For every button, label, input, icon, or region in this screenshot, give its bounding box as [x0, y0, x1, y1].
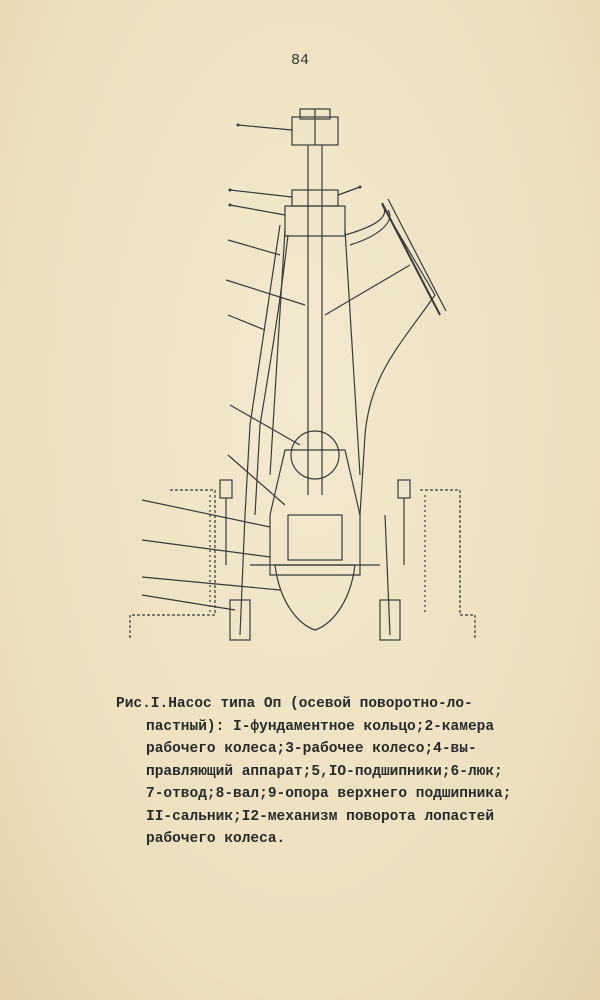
- diffuser: [269, 449, 361, 576]
- caption-line: правляющий аппарат;5,IO-подшипники;6-люк…: [146, 763, 503, 780]
- page-number: 84: [290, 52, 309, 69]
- elbow-outer-left: [244, 224, 281, 516]
- caption-line: пастный): I-фундаментное кольцо;2-камера: [146, 718, 495, 735]
- caption-line: Рис.I.Насос типа Оп (осевой поворотно-ло…: [116, 696, 473, 712]
- impeller-hub: [274, 564, 356, 631]
- caption-line: II-сальник;I2-механизм поворота лопастей: [146, 808, 495, 825]
- elbow-outer-right: [344, 204, 436, 516]
- foundation-left: [129, 489, 216, 640]
- caption-line: рабочего колеса.: [146, 831, 286, 847]
- chamber-left: [239, 514, 246, 636]
- foundation-ring-right: [379, 599, 401, 641]
- hatch: [290, 430, 340, 480]
- foundation-ring-left: [229, 599, 251, 641]
- lower-bearing: [287, 514, 343, 561]
- pump-cross-section-svg: [129, 108, 476, 641]
- caption-line: рабочего колеса;3-рабочее колесо;4-вы-: [146, 741, 477, 757]
- outlet-flange: [381, 202, 441, 316]
- pump-drawing: [120, 95, 480, 665]
- caption-line: 7-отвод;8-вал;9-опора верхнего подшипник…: [146, 786, 512, 802]
- figure-caption: Рис.I.Насос типа Оп (осевой поворотно-ло…: [116, 693, 536, 851]
- chamber-right: [384, 514, 391, 636]
- gland: [291, 189, 339, 207]
- upper-bearing: [284, 205, 346, 237]
- foundation-right: [420, 489, 476, 640]
